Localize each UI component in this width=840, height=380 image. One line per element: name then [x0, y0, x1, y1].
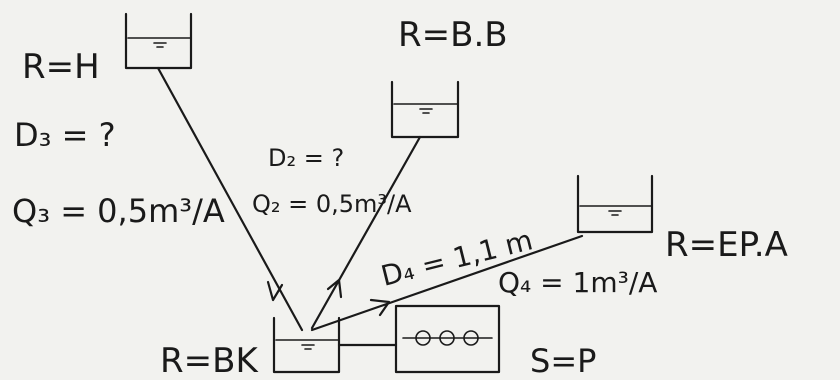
reservoir-top-left-label: R=H	[22, 47, 100, 87]
pipe-3-arrow	[266, 280, 284, 302]
reservoir-right-label: R=EP.A	[665, 225, 788, 265]
reservoir-bottom-label: R=BK	[160, 341, 259, 380]
pipe-2-arrow	[326, 278, 343, 299]
pipe-2-line	[310, 135, 422, 330]
pipe-4-flow: Q₄ = 1m³/A	[498, 266, 657, 299]
pump-label: S=P	[530, 342, 596, 380]
pipe-2-diameter: D₂ = ?	[268, 144, 344, 172]
pipe-3-line	[156, 66, 304, 332]
reservoir-right	[576, 174, 654, 234]
reservoir-top-middle-label: R=B.B	[398, 15, 508, 55]
pipe-3-flow: Q₃ = 0,5m³/A	[12, 192, 225, 230]
pipe-3-diameter: D₃ = ?	[14, 116, 116, 154]
pipe-4-line	[310, 234, 584, 332]
pump-box	[394, 304, 501, 374]
pipe-4-arrow	[369, 298, 391, 317]
reservoir-top-middle	[390, 80, 460, 139]
reservoir-top-left	[124, 12, 193, 70]
reservoir-bottom	[272, 316, 341, 374]
pipe-2-flow: Q₂ = 0,5m³/A	[252, 190, 412, 218]
